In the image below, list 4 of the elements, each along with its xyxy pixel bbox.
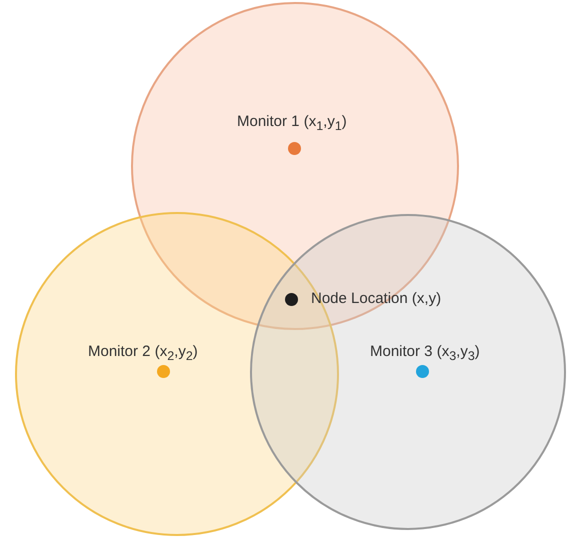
monitor-label: Monitor 3 (x$_{3}$,y$_{3}$)	[370, 343, 480, 365]
monitor-label: Monitor 1 (x$_{1}$,y$_{1}$)	[237, 113, 347, 135]
monitor-label: Monitor 2 (x$_{2}$,y$_{2}$)	[88, 343, 198, 365]
location-label: Node Location (x,y)	[311, 290, 442, 308]
